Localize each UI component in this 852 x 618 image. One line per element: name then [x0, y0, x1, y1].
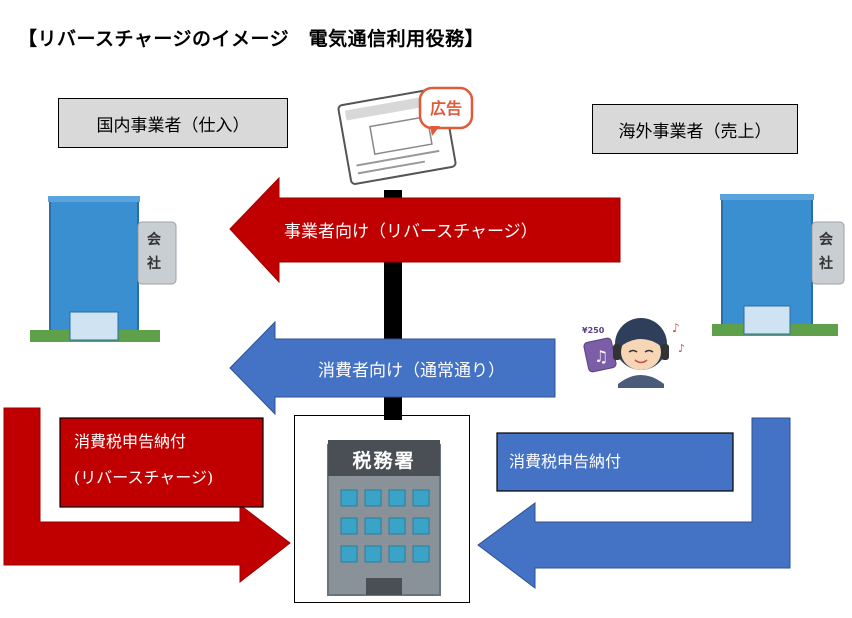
consumer-arrow-label: 消費者向け（通常通り）: [318, 361, 505, 381]
company-sign-char-1: 会: [147, 232, 161, 248]
page-title: 【リバースチャージのイメージ 電気通信利用役務】: [18, 28, 485, 50]
right-tax-payment-arrow: [477, 417, 791, 590]
company-sign-char-1: 会: [819, 232, 833, 248]
consumer-headphones-icon: ♫ ♪ ♪: [583, 318, 685, 388]
consumer-arrow: [229, 320, 556, 416]
foreign-company-building-icon: [712, 194, 845, 336]
advertisement-sign-text: 広告: [429, 99, 462, 118]
left-tax-box-line1: 消費税申告納付: [74, 432, 187, 451]
tax-office-frame: [294, 415, 470, 603]
company-sign-char-2: 社: [819, 256, 833, 272]
svg-text:♫: ♫: [594, 347, 608, 366]
left-tax-box-bg: [59, 417, 264, 508]
svg-text:♪: ♪: [678, 342, 685, 355]
domestic-company-sign: 会 社: [147, 228, 161, 276]
svg-text:♪: ♪: [672, 321, 680, 335]
foreign-business-box: 海外事業者（売上）: [592, 104, 798, 154]
price-tag: ¥250: [582, 326, 605, 335]
right-tax-box: 消費税申告納付: [509, 452, 622, 471]
reverse-charge-arrow: [229, 176, 621, 284]
domestic-company-building-icon: [30, 196, 177, 342]
company-sign-char-2: 社: [147, 256, 161, 272]
domestic-business-box: 国内事業者（仕入）: [58, 98, 288, 148]
advertisement-icon: [337, 86, 474, 185]
reverse-charge-arrow-label: 事業者向け（リバースチャージ）: [284, 222, 538, 242]
left-tax-box-line2: (リバースチャージ): [74, 468, 214, 487]
left-tax-box: 消費税申告納付 (リバースチャージ): [74, 424, 213, 496]
tax-office-building-icon: [327, 440, 441, 596]
foreign-company-sign: 会 社: [819, 228, 833, 276]
right-tax-box-bg: [496, 432, 734, 492]
tax-office-sign: 税務署: [352, 450, 416, 472]
left-tax-payment-arrow: [3, 407, 291, 584]
